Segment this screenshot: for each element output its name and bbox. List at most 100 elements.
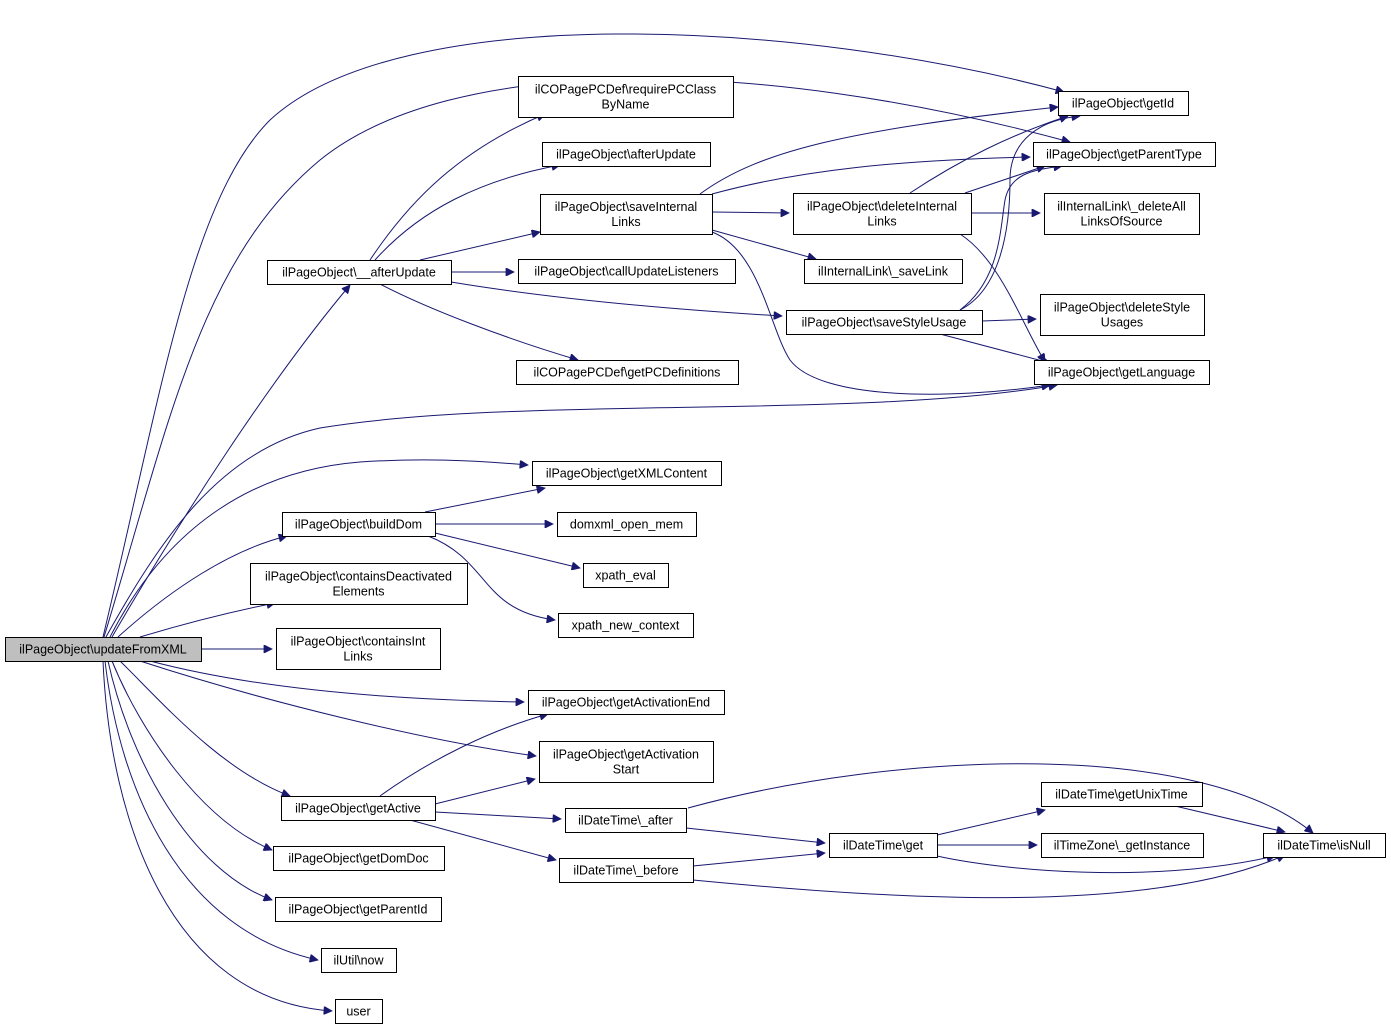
node-save-style-usage[interactable]: ilPageObject\saveStyleUsage xyxy=(786,310,983,335)
node-box xyxy=(786,310,983,335)
node-box xyxy=(267,260,452,285)
node-get-parent-type[interactable]: ilPageObject\getParentType xyxy=(1033,142,1216,167)
node-label: ilPageObject\getLanguage xyxy=(1048,366,1195,380)
edges-layer xyxy=(102,33,1313,1011)
node-label: ilPageObject\__afterUpdate xyxy=(282,266,436,280)
edge-save-internal-links-to-get-language xyxy=(711,231,1050,395)
node-label: ilInternalLink\_deleteAll xyxy=(1057,200,1186,214)
node-label: ilDateTime\_before xyxy=(573,864,678,878)
edge-update-from-xml-to-get-activation-start xyxy=(139,660,536,756)
edge-delete-internal-links-to-get-id xyxy=(909,116,1068,194)
node-xpath-eval[interactable]: xpath_eval xyxy=(583,563,669,588)
node-get-activation-end[interactable]: ilPageObject\getActivationEnd xyxy=(528,690,725,715)
node-get-pc-definitions[interactable]: ilCOPagePCDef\getPCDefinitions xyxy=(516,360,739,385)
edge-datetime-after-to-datetime-is-null xyxy=(687,763,1313,833)
node-util-now[interactable]: ilUtil\now xyxy=(321,948,397,973)
node-label: LinksOfSource xyxy=(1081,215,1163,229)
node-label: ilPageObject\containsInt xyxy=(291,635,426,649)
node-label: ilPageObject\updateFromXML xyxy=(19,643,186,657)
edge-update-from-xml-to-get-dom-doc xyxy=(111,660,272,850)
node-build-dom[interactable]: ilPageObject\buildDom xyxy=(282,512,436,537)
node-get-parent-id[interactable]: ilPageObject\getParentId xyxy=(275,897,442,922)
edge-save-internal-links-to-save-link xyxy=(711,229,816,259)
edge-build-dom-to-get-xml-content xyxy=(424,488,545,513)
node-domxml-open-mem[interactable]: domxml_open_mem xyxy=(557,512,697,537)
edge-datetime-get-to-get-unix-time xyxy=(936,810,1045,836)
node-label: ilPageObject\deleteInternal xyxy=(807,200,957,214)
edge-delete-internal-links-to-get-language xyxy=(959,233,1045,362)
edge-update-from-xml-to-get-xml-content xyxy=(109,459,528,638)
node-label: ilPageObject\getId xyxy=(1072,97,1174,111)
edge-update-from-xml-to-get-id xyxy=(102,33,1064,638)
edge-datetime-before-to-datetime-is-null xyxy=(692,855,1285,899)
edge-save-style-usage-to-get-language xyxy=(939,333,1050,363)
node-box xyxy=(275,897,442,922)
node-box xyxy=(518,76,734,118)
edge-build-dom-to-xpath-eval xyxy=(434,532,580,568)
node-after-update-internal[interactable]: ilPageObject\__afterUpdate xyxy=(267,260,452,285)
edge-update-from-xml-to-after-update-internal xyxy=(111,285,350,638)
node-label: ilCOPagePCDef\getPCDefinitions xyxy=(534,366,721,380)
node-xpath-new-context[interactable]: xpath_new_context xyxy=(558,613,694,638)
edge-update-from-xml-to-user xyxy=(102,660,332,1011)
node-datetime-get[interactable]: ilDateTime\get xyxy=(829,833,938,858)
node-datetime-before[interactable]: ilDateTime\_before xyxy=(559,858,694,883)
edge-after-update-internal-to-save-internal-links xyxy=(419,232,540,261)
node-box xyxy=(804,259,963,284)
node-after-update[interactable]: ilPageObject\afterUpdate xyxy=(542,142,711,167)
node-get-id[interactable]: ilPageObject\getId xyxy=(1058,91,1189,116)
node-label: ilDateTime\getUnixTime xyxy=(1055,788,1187,802)
edge-save-style-usage-to-get-parent-type xyxy=(959,166,1062,311)
node-box xyxy=(583,563,669,588)
node-get-unix-time[interactable]: ilDateTime\getUnixTime xyxy=(1041,782,1203,807)
node-user[interactable]: user xyxy=(335,999,383,1024)
node-label: Usages xyxy=(1101,316,1143,330)
node-get-xml-content[interactable]: ilPageObject\getXMLContent xyxy=(532,461,722,486)
edge-save-style-usage-to-delete-style-usages xyxy=(981,319,1036,321)
node-box xyxy=(565,808,687,833)
edge-get-unix-time-to-datetime-is-null xyxy=(1174,805,1285,832)
node-datetime-is-null[interactable]: ilDateTime\isNull xyxy=(1263,833,1386,858)
node-box xyxy=(540,194,713,235)
edge-update-from-xml-to-get-parent-type xyxy=(103,78,1070,638)
node-label: ilPageObject\afterUpdate xyxy=(556,148,696,162)
node-label: Links xyxy=(867,215,896,229)
node-box xyxy=(518,259,736,284)
edge-datetime-after-to-datetime-get xyxy=(685,827,825,843)
node-update-from-xml[interactable]: ilPageObject\updateFromXML xyxy=(5,637,202,662)
node-label: ilDateTime\_after xyxy=(578,814,673,828)
node-get-language[interactable]: ilPageObject\getLanguage xyxy=(1034,360,1210,385)
edge-datetime-before-to-datetime-get xyxy=(692,853,825,867)
node-timezone-get-instance[interactable]: ilTimeZone\_getInstance xyxy=(1041,833,1204,858)
node-label: ilPageObject\getDomDoc xyxy=(288,852,428,866)
node-get-active[interactable]: ilPageObject\getActive xyxy=(281,796,436,821)
edge-after-update-internal-to-get-pc-definitions xyxy=(379,283,578,360)
edge-get-active-to-get-activation-end xyxy=(379,714,548,797)
node-label: Start xyxy=(613,763,640,777)
edge-after-update-internal-to-require-pc-class xyxy=(369,114,545,261)
node-save-link[interactable]: ilInternalLink\_saveLink xyxy=(804,259,963,284)
node-label: xpath_eval xyxy=(595,569,655,583)
node-label: ilPageObject\saveStyleUsage xyxy=(802,316,967,330)
edge-build-dom-to-xpath-new-context xyxy=(427,535,555,620)
node-datetime-after[interactable]: ilDateTime\_after xyxy=(565,808,687,833)
node-label: domxml_open_mem xyxy=(570,518,683,532)
node-box xyxy=(1263,833,1386,858)
node-label: ilTimeZone\_getInstance xyxy=(1054,839,1190,853)
node-box xyxy=(793,193,972,235)
node-box xyxy=(1041,833,1204,858)
node-label: ilPageObject\getActive xyxy=(295,802,421,816)
node-get-dom-doc[interactable]: ilPageObject\getDomDoc xyxy=(273,846,445,871)
edge-after-update-internal-to-after-update xyxy=(374,165,560,261)
node-call-update-listeners[interactable]: ilPageObject\callUpdateListeners xyxy=(518,259,736,284)
node-box xyxy=(281,796,436,821)
